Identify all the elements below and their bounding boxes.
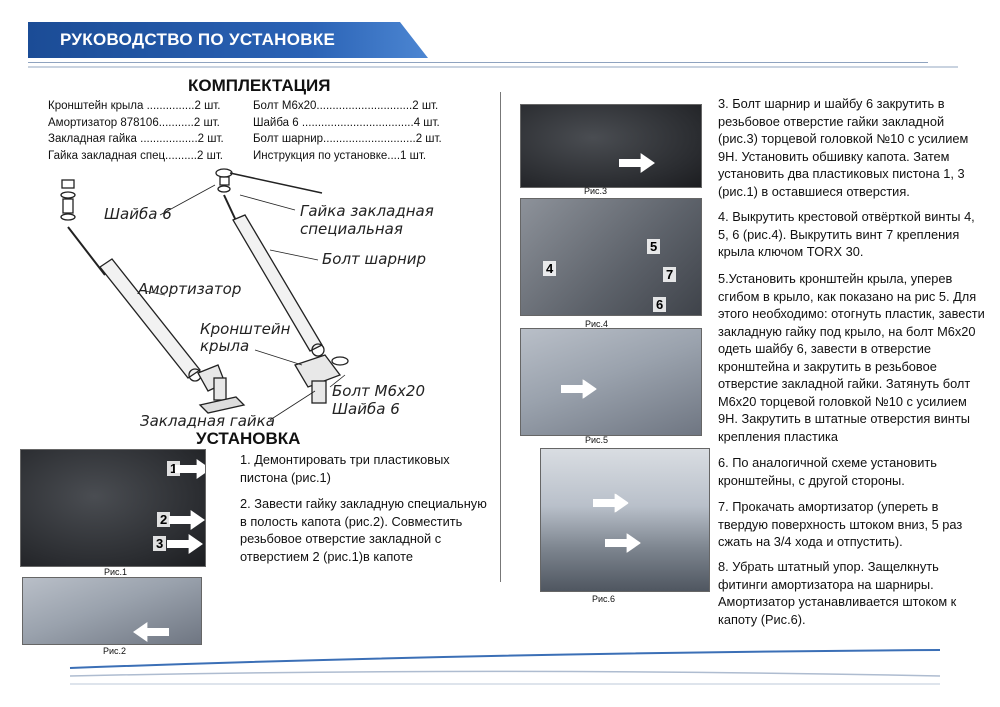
figure-2-photo — [22, 577, 202, 645]
figure-6-photo — [540, 448, 710, 592]
figure-5-photo — [520, 328, 702, 436]
washer-part — [60, 191, 76, 199]
fig4-mark-5: 5 — [647, 239, 661, 254]
label-special-nut-1: Гайка закладная — [300, 202, 434, 220]
kit-item: Гайка закладная спец..........2 шт. — [48, 149, 224, 162]
nut-part — [62, 198, 74, 214]
fig1-mark-3: 3 — [153, 536, 167, 551]
parts-diagram — [60, 168, 349, 421]
column-divider — [500, 92, 501, 582]
label-washer: Шайба 6 — [104, 205, 172, 223]
strut-rod-left — [67, 226, 106, 276]
arrow-icon — [133, 622, 169, 642]
header-rule-light — [28, 66, 958, 68]
kit-item: Болт М6х20..............................… — [253, 100, 439, 112]
header-rule — [28, 62, 928, 63]
kit-list-left: Кронштейн крыла ...............2 шт. Амо… — [48, 98, 224, 164]
figure-1-caption: Рис.1 — [104, 567, 128, 577]
arrow-icon — [561, 379, 597, 399]
figure-4-caption: Рис.4 — [585, 319, 609, 329]
label-bolt: Болт М6х20 — [332, 382, 426, 400]
step-2: 2. Завести гайку закладную специальную в… — [240, 496, 487, 564]
kit-item: Шайба 6 ................................… — [253, 116, 440, 129]
step-6: 6. По аналогичной схеме установить кронш… — [718, 455, 937, 488]
figure-4-photo: 4 5 7 6 — [520, 198, 702, 316]
label-bracket-1: Кронштейн — [200, 320, 291, 338]
arrow-icon — [167, 534, 203, 554]
arrow-icon — [619, 153, 655, 173]
figure-2-caption: Рис.2 — [103, 646, 127, 656]
figure-6-caption: Рис.6 — [592, 594, 616, 604]
step-4: 4. Выкрутить крестовой отвёрткой винты 4… — [718, 209, 975, 259]
figure-3-photo — [520, 104, 702, 188]
kit-title: КОМПЛЕКТАЦИЯ — [188, 76, 331, 95]
step-7: 7. Прокачать амортизатор (упереть в твер… — [718, 499, 963, 549]
page-title: РУКОВОДСТВО ПО УСТАНОВКЕ — [60, 30, 336, 49]
fig4-mark-7: 7 — [663, 267, 677, 282]
arrow-icon — [605, 533, 641, 553]
figure-3-caption: Рис.3 — [584, 186, 608, 196]
label-insert-nut: Закладная гайка — [140, 412, 275, 430]
insert-nut-part — [198, 396, 246, 414]
figure-5-caption: Рис.5 — [585, 435, 609, 445]
hinge-bolt-part — [61, 179, 75, 189]
step-8: 8. Убрать штатный упор. Защелкнуть фитин… — [718, 559, 957, 627]
header-banner: РУКОВОДСТВО ПО УСТАНОВКЕ — [28, 22, 428, 58]
fig4-mark-4: 4 — [543, 261, 557, 276]
kit-item: Закладная гайка ..................2 шт. — [48, 133, 224, 145]
kit-item: Инструкция по установке....1 шт. — [253, 149, 427, 162]
hinge-bolt-long — [229, 172, 323, 194]
arrow-icon — [169, 510, 205, 530]
step-1: 1. Демонтировать три пластиковых пистона… — [240, 452, 450, 485]
kit-item: Амортизатор 878106...........2 шт. — [48, 116, 220, 129]
install-title: УСТАНОВКА — [196, 429, 301, 448]
fig4-mark-6: 6 — [653, 297, 667, 312]
step-5: 5.Установить кронштейн крыла, уперев сги… — [718, 271, 985, 444]
fig1-mark-2: 2 — [157, 512, 171, 527]
bracket-right — [294, 354, 342, 388]
strut-body-left — [99, 258, 201, 379]
kit-list-right: Болт М6х20..............................… — [253, 98, 442, 164]
kit-item: Болт шарнир.............................… — [253, 133, 442, 145]
kit-item: Кронштейн крыла ...............2 шт. — [48, 100, 221, 112]
label-hinge-bolt: Болт шарнир — [322, 250, 427, 268]
label-strut: Амортизатор — [138, 280, 242, 298]
footer-decoration — [69, 649, 941, 685]
step-3: 3. Болт шарнир и шайбу 6 закрутить в рез… — [718, 96, 969, 199]
label-special-nut-2: специальная — [300, 220, 403, 238]
label-washer-2: Шайба 6 — [332, 400, 400, 418]
arrow-icon — [593, 493, 629, 513]
label-bracket-2: крыла — [200, 337, 250, 355]
figure-1-photo: 1 2 3 — [20, 449, 206, 567]
